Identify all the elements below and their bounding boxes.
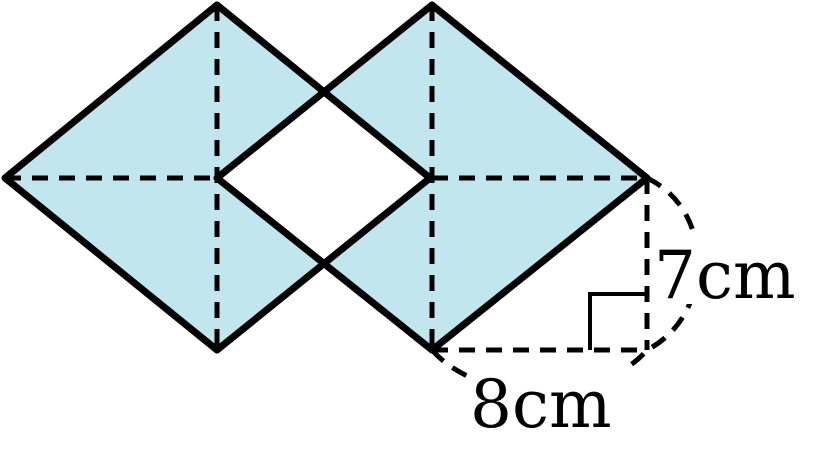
width-label: 8cm: [470, 366, 612, 443]
left-rhombus-outline: [1, 1, 434, 354]
height-label-background: [652, 232, 812, 304]
height-brace: [645, 175, 701, 353]
right-angle-marker: [588, 292, 647, 350]
height-label: 7cm: [654, 237, 796, 314]
width-label-background: [468, 366, 636, 436]
right-rhombus-outline: [213, 1, 651, 354]
